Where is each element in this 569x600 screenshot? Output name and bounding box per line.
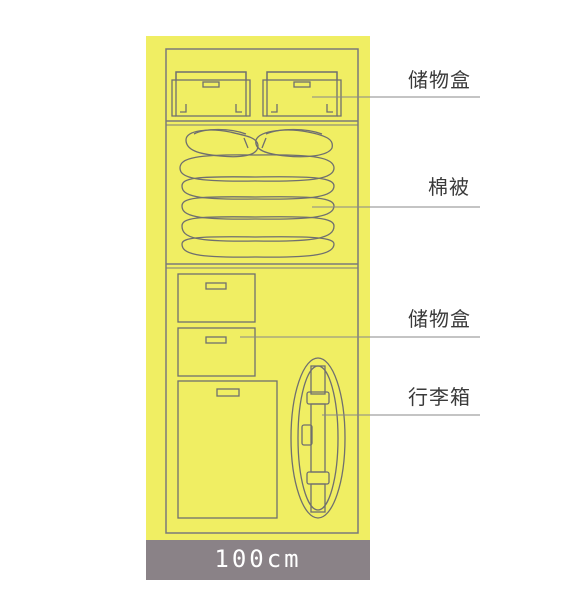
storage-box-top-left (171, 71, 251, 117)
wardrobe-body (146, 36, 370, 540)
storage-box-lower-2 (177, 327, 256, 377)
quilt-stack (179, 154, 335, 258)
pillows (185, 128, 334, 158)
storage-box-lower-1 (177, 273, 256, 323)
label-luggage: 行李箱 (408, 385, 471, 409)
storage-box-lower-large (177, 380, 278, 519)
wardrobe-inner-frame (165, 48, 359, 534)
width-label: 100cm (214, 545, 302, 573)
label-storage-box-top: 储物盒 (408, 68, 471, 92)
label-quilt: 棉被 (428, 175, 470, 199)
label-storage-box-mid: 储物盒 (408, 307, 471, 331)
width-bar (146, 540, 370, 580)
storage-box-top-right (262, 71, 342, 117)
luggage (290, 357, 346, 519)
